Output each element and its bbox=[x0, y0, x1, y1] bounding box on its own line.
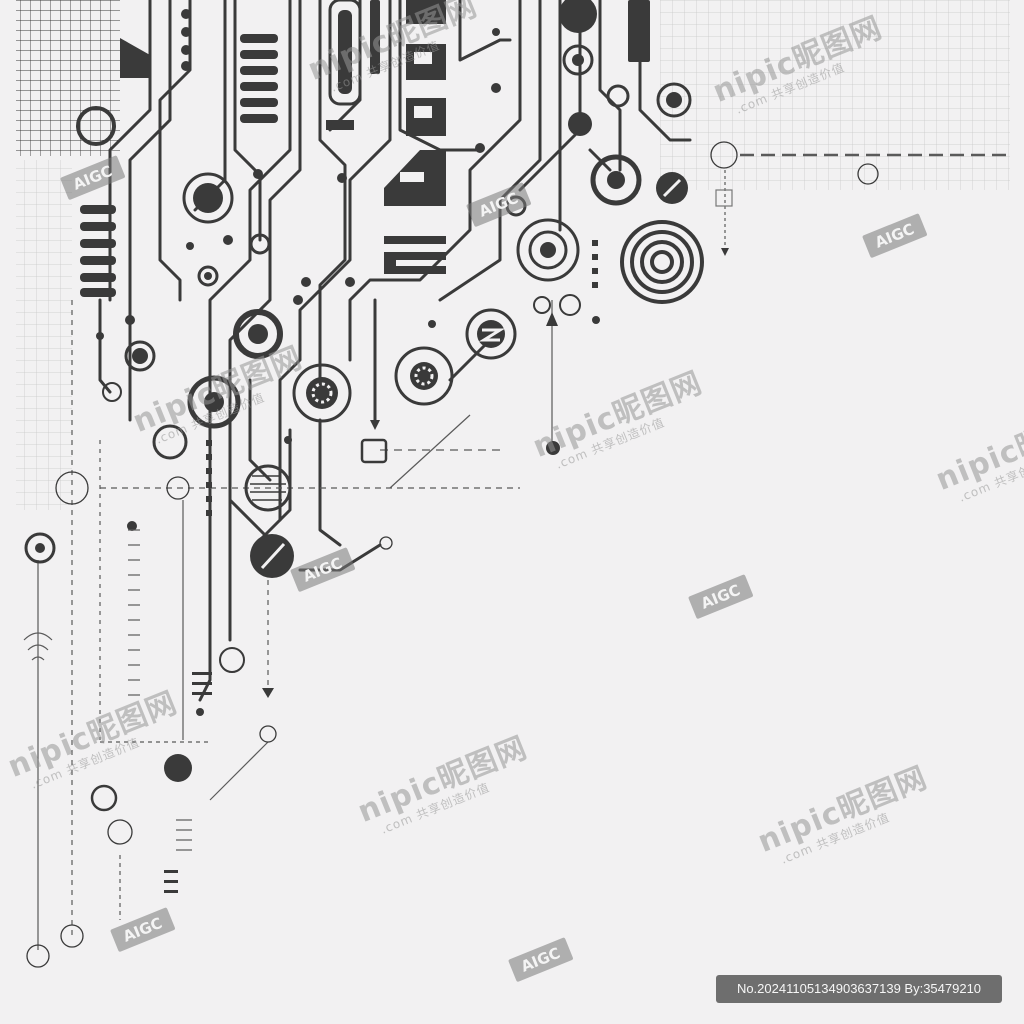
image-id-label: No.20241105134903637139 By:35479210 bbox=[716, 975, 1002, 1003]
light-grid-top-right bbox=[660, 0, 1010, 190]
light-grid-left bbox=[16, 160, 72, 510]
dark-grid-panel bbox=[16, 0, 120, 156]
